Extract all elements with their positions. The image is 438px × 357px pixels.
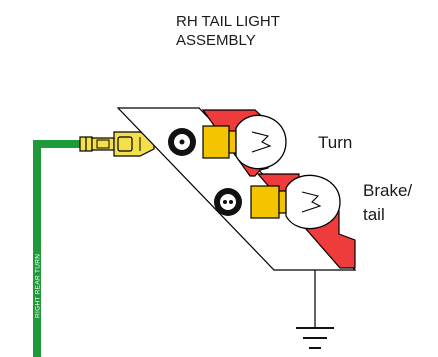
turn-label: Turn (318, 133, 352, 152)
title-line-1: RH TAIL LIGHT (176, 13, 280, 30)
light-bulb-icon (202, 114, 287, 170)
bullet-connector-icon (79, 131, 155, 157)
bulb-filament (301, 191, 322, 213)
bulb-glass (235, 114, 287, 170)
light-bulb-icon (250, 174, 341, 230)
brake-label-line-2: tail (363, 205, 385, 224)
green-wire: RIGHT REAR TURN (33, 140, 82, 357)
title-line-2: ASSEMBLY (176, 32, 256, 49)
wire-label: RIGHT REAR TURN (35, 254, 42, 318)
bulb-socket-icon (214, 188, 242, 216)
bulb-socket-icon (168, 128, 196, 156)
bulb-base (250, 185, 280, 219)
brake-label-line-1: Brake/ (363, 181, 412, 200)
wire-path (33, 140, 82, 357)
ground-symbol-icon (296, 270, 334, 349)
bulb-filament (251, 131, 272, 153)
bulb-base (202, 125, 230, 159)
